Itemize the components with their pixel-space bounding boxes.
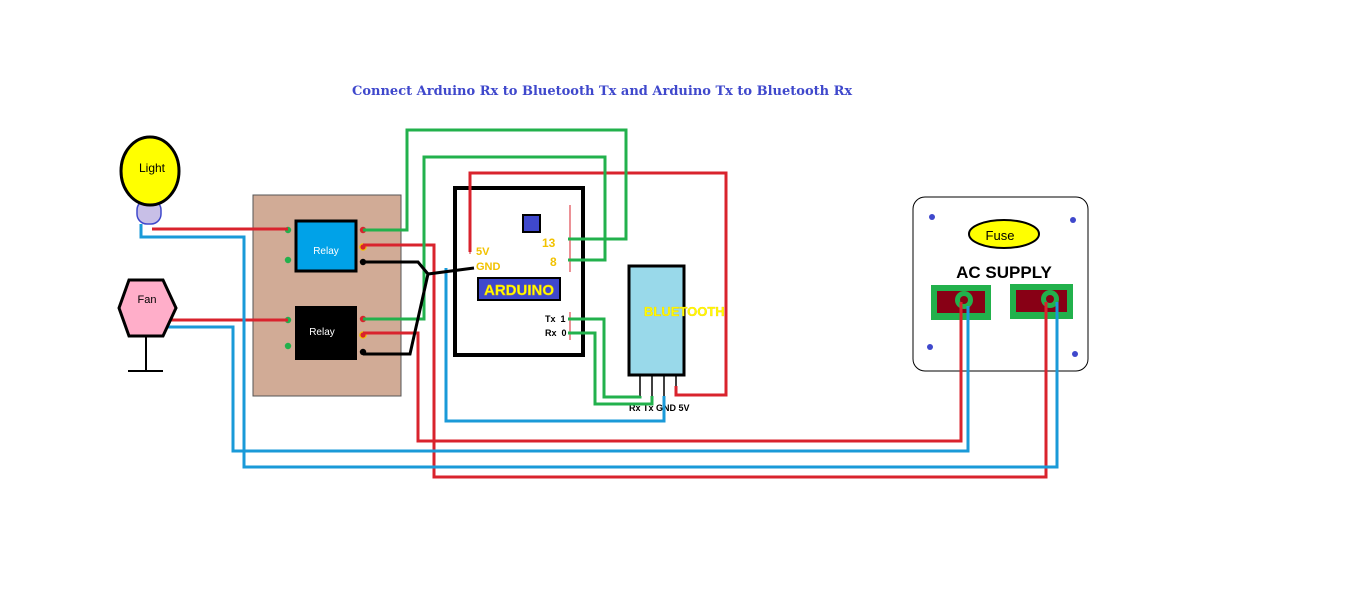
bluetooth-pins-label: Rx Tx GND 5V bbox=[629, 403, 690, 413]
fuse-label: Fuse bbox=[986, 228, 1015, 243]
relay-1 bbox=[294, 219, 358, 273]
fan bbox=[117, 278, 178, 372]
wires bbox=[139, 128, 1059, 479]
arduino-chip bbox=[522, 214, 541, 233]
arduino-label: ARDUINO bbox=[484, 282, 554, 299]
bluetooth-pins bbox=[639, 375, 677, 396]
pin-5v-label: 5V bbox=[476, 246, 490, 258]
ac-supply-screws bbox=[927, 214, 1078, 357]
relay-2 bbox=[295, 306, 357, 360]
ac-supply-label: AC SUPPLY bbox=[956, 263, 1052, 282]
light-bulb bbox=[119, 135, 181, 225]
fuse bbox=[968, 219, 1040, 249]
pin-8-label: 8 bbox=[550, 255, 557, 269]
pin-rx-label: Rx 0 bbox=[545, 328, 567, 338]
arduino-label-box bbox=[477, 277, 561, 301]
bluetooth-label: BLUETOOTH bbox=[644, 304, 725, 319]
relay-2-label: Relay bbox=[309, 327, 335, 338]
pin-gnd-label: GND bbox=[476, 261, 501, 273]
ac-supply-panel bbox=[912, 196, 1089, 372]
arduino-board bbox=[453, 186, 585, 357]
bluetooth-module bbox=[627, 264, 686, 377]
relay-1-label: Relay bbox=[313, 246, 339, 257]
pin-tx-label: Tx 1 bbox=[545, 314, 566, 324]
fan-label: Fan bbox=[138, 294, 157, 306]
diagram-title: Connect Arduino Rx to Bluetooth Tx and A… bbox=[352, 84, 852, 99]
light-label: Light bbox=[139, 161, 166, 175]
pin-13-label: 13 bbox=[542, 236, 556, 250]
